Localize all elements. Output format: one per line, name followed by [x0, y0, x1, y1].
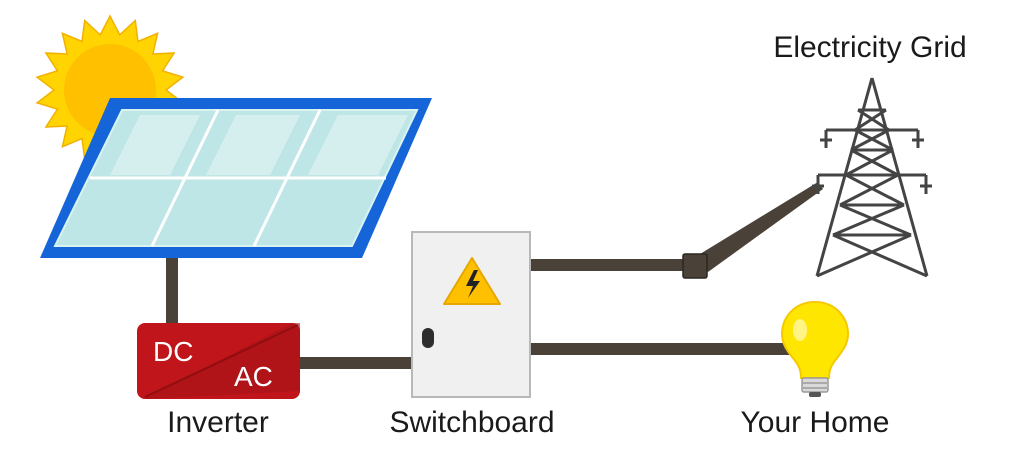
inverter-label: Inverter — [167, 406, 269, 439]
solar-panel-grid — [90, 109, 386, 247]
transmission-tower-icon — [812, 77, 932, 278]
switchboard-door-handle — [422, 328, 434, 348]
inverter-box-icon: DC AC — [137, 323, 300, 399]
solar-panel-glare — [110, 115, 408, 175]
solar-panel-icon — [40, 98, 432, 258]
bulb-base — [801, 377, 829, 393]
switchboard-cabinet-icon — [411, 231, 531, 398]
inverter-divider — [144, 324, 299, 398]
inverter-dc-label: DC — [153, 336, 193, 367]
switchboard-label: Switchboard — [389, 406, 554, 439]
electricity-grid-label: Electricity Grid — [773, 31, 966, 64]
switchboard-body — [411, 231, 531, 398]
grid-connector — [682, 253, 708, 279]
light-bulb-icon — [780, 300, 850, 397]
bulb-glass — [780, 300, 850, 379]
grid-service-wire — [700, 182, 823, 272]
high-voltage-warning-icon — [443, 257, 501, 305]
inverter-ac-label: AC — [234, 361, 273, 392]
cables — [166, 255, 790, 369]
your-home-label: Your Home — [741, 406, 890, 439]
